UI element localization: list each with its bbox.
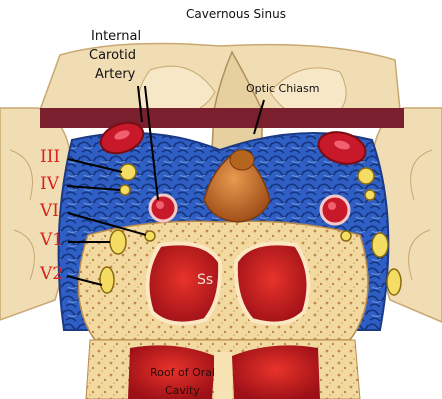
label-roof-of-oral: Roof of Oral <box>150 366 215 379</box>
label-artery: Artery <box>95 68 135 81</box>
nerve-VI-right <box>341 231 351 241</box>
oral-cavity-right <box>232 345 320 399</box>
label-nerve-IV: IV <box>40 176 59 193</box>
diagram-title: Cavernous Sinus <box>186 8 286 20</box>
nerve-V1-left <box>110 230 126 254</box>
label-carotid: Carotid <box>89 49 136 62</box>
nerve-IV-right <box>365 190 375 200</box>
internal-carotid-artery-left <box>150 195 176 221</box>
label-internal: Internal <box>91 30 141 43</box>
nerve-V2-left <box>100 267 114 293</box>
label-optic-chiasm: Optic Chiasm <box>246 83 319 94</box>
label-nerve-V2: V2 <box>40 266 63 283</box>
nerve-IV-left <box>120 185 130 195</box>
internal-carotid-artery-right <box>321 196 349 224</box>
nerve-V1-right <box>372 233 388 257</box>
nerve-V2-right <box>387 269 401 295</box>
dura-mater <box>40 108 404 128</box>
label-cavity: Cavity <box>165 384 200 397</box>
nerve-III-right <box>358 168 374 184</box>
label-nerve-VI: VI <box>40 203 59 220</box>
nerve-VI-left <box>145 231 155 241</box>
label-nerve-III: III <box>40 149 60 166</box>
label-nerve-V1: V1 <box>40 232 63 249</box>
sphenoid-sinus-right <box>236 243 309 323</box>
nerve-III-left <box>120 164 136 180</box>
label-sphenoid-sinus: Ss <box>197 272 213 288</box>
